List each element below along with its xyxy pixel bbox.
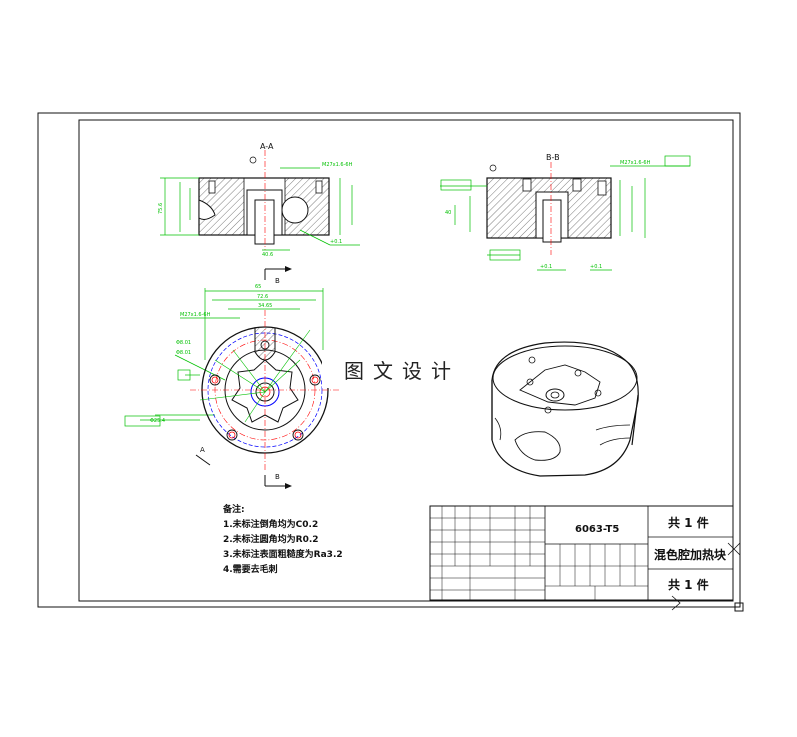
section-a-label: A-A bbox=[260, 142, 274, 151]
svg-text:65: 65 bbox=[255, 284, 261, 290]
note-item: 2.未标注圆角均为R0.2 bbox=[223, 535, 319, 545]
svg-text:+0.1: +0.1 bbox=[330, 239, 342, 245]
svg-text:+0.1: +0.1 bbox=[540, 264, 552, 270]
technical-notes: 备注: 1.未标注倒角均为C0.2 2.未标注圆角均为R0.2 3.未标注表面粗… bbox=[223, 503, 343, 578]
cut-marker-b-bottom: B bbox=[275, 473, 280, 481]
svg-text:72.6: 72.6 bbox=[257, 294, 268, 300]
cut-marker-a: A bbox=[200, 446, 205, 454]
cut-marker-b-top: B bbox=[275, 277, 280, 285]
corner-mark bbox=[734, 602, 744, 612]
part-name-label: 混色腔加热块 bbox=[654, 548, 727, 562]
count-top-label: 共 1 件 bbox=[668, 516, 709, 530]
outer-frame bbox=[37, 112, 741, 608]
watermark-label: 图文设计 bbox=[322, 350, 482, 388]
svg-text:34.65: 34.65 bbox=[258, 303, 272, 309]
plan-view: 65 72.6 34.65 M27x1.6-6H Φ8.01 Φ8.01 Φ25… bbox=[124, 266, 340, 489]
section-b-label: B-B bbox=[546, 153, 560, 162]
material-label: 6063-T5 bbox=[575, 524, 620, 535]
svg-text:Φ8.01: Φ8.01 bbox=[176, 350, 191, 356]
title-block bbox=[429, 505, 734, 601]
svg-text:75.6: 75.6 bbox=[158, 203, 164, 214]
notes-title: 备注: bbox=[223, 505, 245, 515]
note-item: 4.需要去毛刺 bbox=[223, 565, 278, 575]
svg-text:+0.1: +0.1 bbox=[590, 264, 602, 270]
svg-text:Φ25.4: Φ25.4 bbox=[150, 418, 165, 424]
svg-text:M27x1.6-6H: M27x1.6-6H bbox=[322, 162, 353, 168]
note-item: 3.未标注表面粗糙度为Ra3.2 bbox=[223, 550, 343, 560]
svg-text:40.6: 40.6 bbox=[262, 252, 273, 258]
note-item: 1.未标注倒角均为C0.2 bbox=[223, 520, 319, 530]
section-b-view: B-B M27x1.6-6H +0.1 +0.1 40 bbox=[440, 153, 691, 271]
inner-frame bbox=[78, 119, 734, 602]
count-bottom-label: 共 1 件 bbox=[668, 578, 709, 592]
svg-text:M27x1.6-6H: M27x1.6-6H bbox=[620, 160, 651, 166]
svg-text:40: 40 bbox=[445, 210, 451, 216]
isometric-view bbox=[491, 341, 639, 477]
section-a-view: A-A 75.6 M27 bbox=[158, 142, 360, 258]
svg-text:M27x1.6-6H: M27x1.6-6H bbox=[180, 312, 211, 318]
svg-text:Φ8.01: Φ8.01 bbox=[176, 340, 191, 346]
